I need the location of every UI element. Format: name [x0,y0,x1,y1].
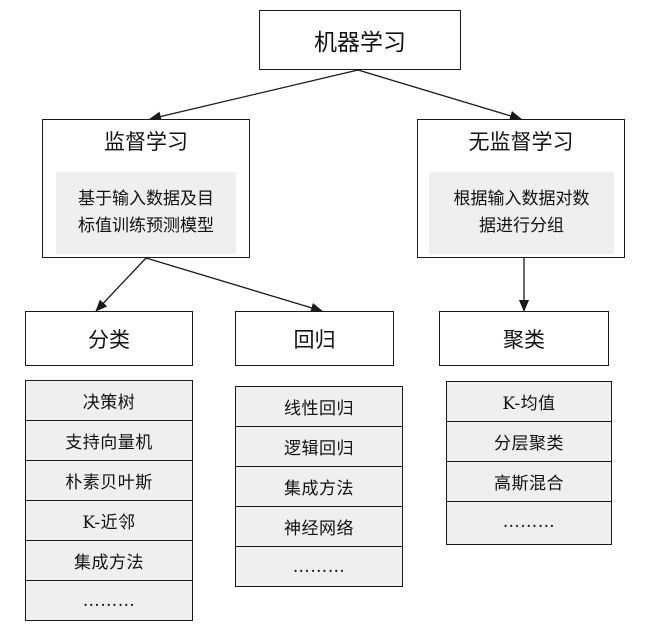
supervised-title: 监督学习 [104,130,188,154]
supervised-desc-line-2: 标值训练预测模型 [78,216,214,236]
unsupervised-node: 无监督学习 根据输入数据对数 据进行分组 [417,119,625,258]
unsupervised-desc-line-2: 据进行分组 [479,216,564,236]
clustering-list: K-均值 分层聚类 高斯混合 ……… [446,381,612,545]
list-item: ……… [82,591,136,611]
arrow-supervised-to-regression [145,257,323,313]
classification-label: 分类 [88,327,130,352]
list-item: 分层聚类 [447,422,611,462]
supervised-node: 监督学习 基于输入数据及目 标值训练预测模型 [42,119,250,258]
list-item: 线性回归 [236,387,402,427]
unsupervised-description: 根据输入数据对数 据进行分组 [429,172,614,254]
arrow-root-to-supervised [149,69,359,122]
list-item: ……… [292,557,346,577]
classification-node: 分类 [25,311,193,366]
list-item: 高斯混合 [447,462,611,502]
root-node: 机器学习 [259,10,461,70]
root-node-label: 机器学习 [314,30,406,56]
list-item: 集成方法 [26,541,192,581]
list-item: 逻辑回归 [236,427,402,467]
list-item: K-近邻 [26,501,192,541]
classification-list: 决策树 支持向量机 朴素贝叶斯 K-近邻 集成方法 ……… [25,380,193,621]
supervised-desc-line-1: 基于输入数据及目 [78,189,214,209]
regression-list: 线性回归 逻辑回归 集成方法 神经网络 ……… [235,386,403,587]
regression-label: 回归 [293,327,336,352]
regression-node: 回归 [235,311,394,366]
list-item: 集成方法 [236,467,402,507]
unsupervised-desc-line-1: 根据输入数据对数 [453,189,590,209]
clustering-node: 聚类 [439,311,609,366]
arrow-root-to-unsupervised [357,69,522,121]
list-item: K-均值 [447,382,611,422]
supervised-description: 基于输入数据及目 标值训练预测模型 [56,172,236,254]
list-item: 朴素贝叶斯 [26,461,192,501]
unsupervised-title: 无监督学习 [468,130,574,154]
arrow-supervised-to-classification [95,257,147,312]
list-item: 决策树 [26,381,192,421]
list-item: ……… [502,512,556,532]
clustering-label: 聚类 [503,327,545,352]
list-item: 支持向量机 [26,421,192,461]
list-item: 神经网络 [236,507,402,547]
